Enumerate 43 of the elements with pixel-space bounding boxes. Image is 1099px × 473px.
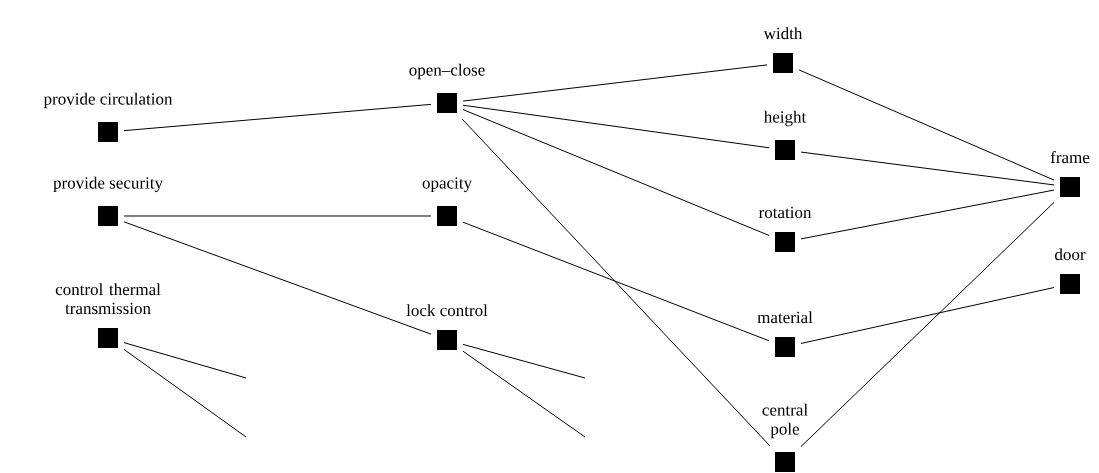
labeled-square: door [1055, 248, 1086, 294]
connector-line [123, 348, 247, 438]
node-label: width [763, 27, 803, 40]
node-label: height [763, 110, 807, 127]
labeled-square: control thermal transmission [55, 283, 161, 348]
connector-line [798, 69, 1055, 181]
connector-line [123, 221, 432, 335]
labeled-square: provide circulation [43, 92, 173, 142]
connector-line [800, 287, 1055, 344]
connector-line [123, 103, 432, 132]
connector-line [462, 64, 768, 102]
labeled-square: width [763, 27, 803, 73]
labeled-square: central pole [762, 403, 808, 472]
node-label: lock control [406, 304, 488, 317]
connector-line [800, 201, 1055, 448]
node-label: control thermal transmission [55, 283, 161, 315]
connector-line [462, 221, 770, 342]
node-label: door [1055, 248, 1086, 261]
connector-line [123, 215, 432, 217]
connector-line [462, 104, 770, 149]
labeled-square: rotation [758, 206, 812, 252]
node-label: frame [1050, 151, 1090, 164]
labeled-square: open–close [409, 63, 485, 113]
connector-line [462, 109, 770, 236]
labeled-square: lock control [406, 304, 488, 350]
connector-line [461, 118, 771, 447]
node-label: opacity [422, 177, 472, 193]
labeled-square: frame [1050, 151, 1090, 197]
connector-line [462, 343, 586, 379]
labeled-square: height [763, 110, 807, 160]
node-label: provide security [53, 176, 163, 193]
node-label: provide circulation [43, 92, 173, 109]
labeled-square: provide security [53, 176, 163, 226]
connector-line [800, 151, 1055, 186]
node-label: rotation [758, 206, 812, 219]
node-label: material [757, 311, 813, 324]
node-label: central pole [762, 403, 808, 439]
node-label: open–close [409, 63, 485, 80]
connector-line [123, 342, 247, 379]
labeled-square: material [757, 311, 813, 357]
labeled-square: opacity [422, 177, 472, 226]
connector-line [800, 189, 1055, 240]
connector-line [462, 350, 586, 438]
